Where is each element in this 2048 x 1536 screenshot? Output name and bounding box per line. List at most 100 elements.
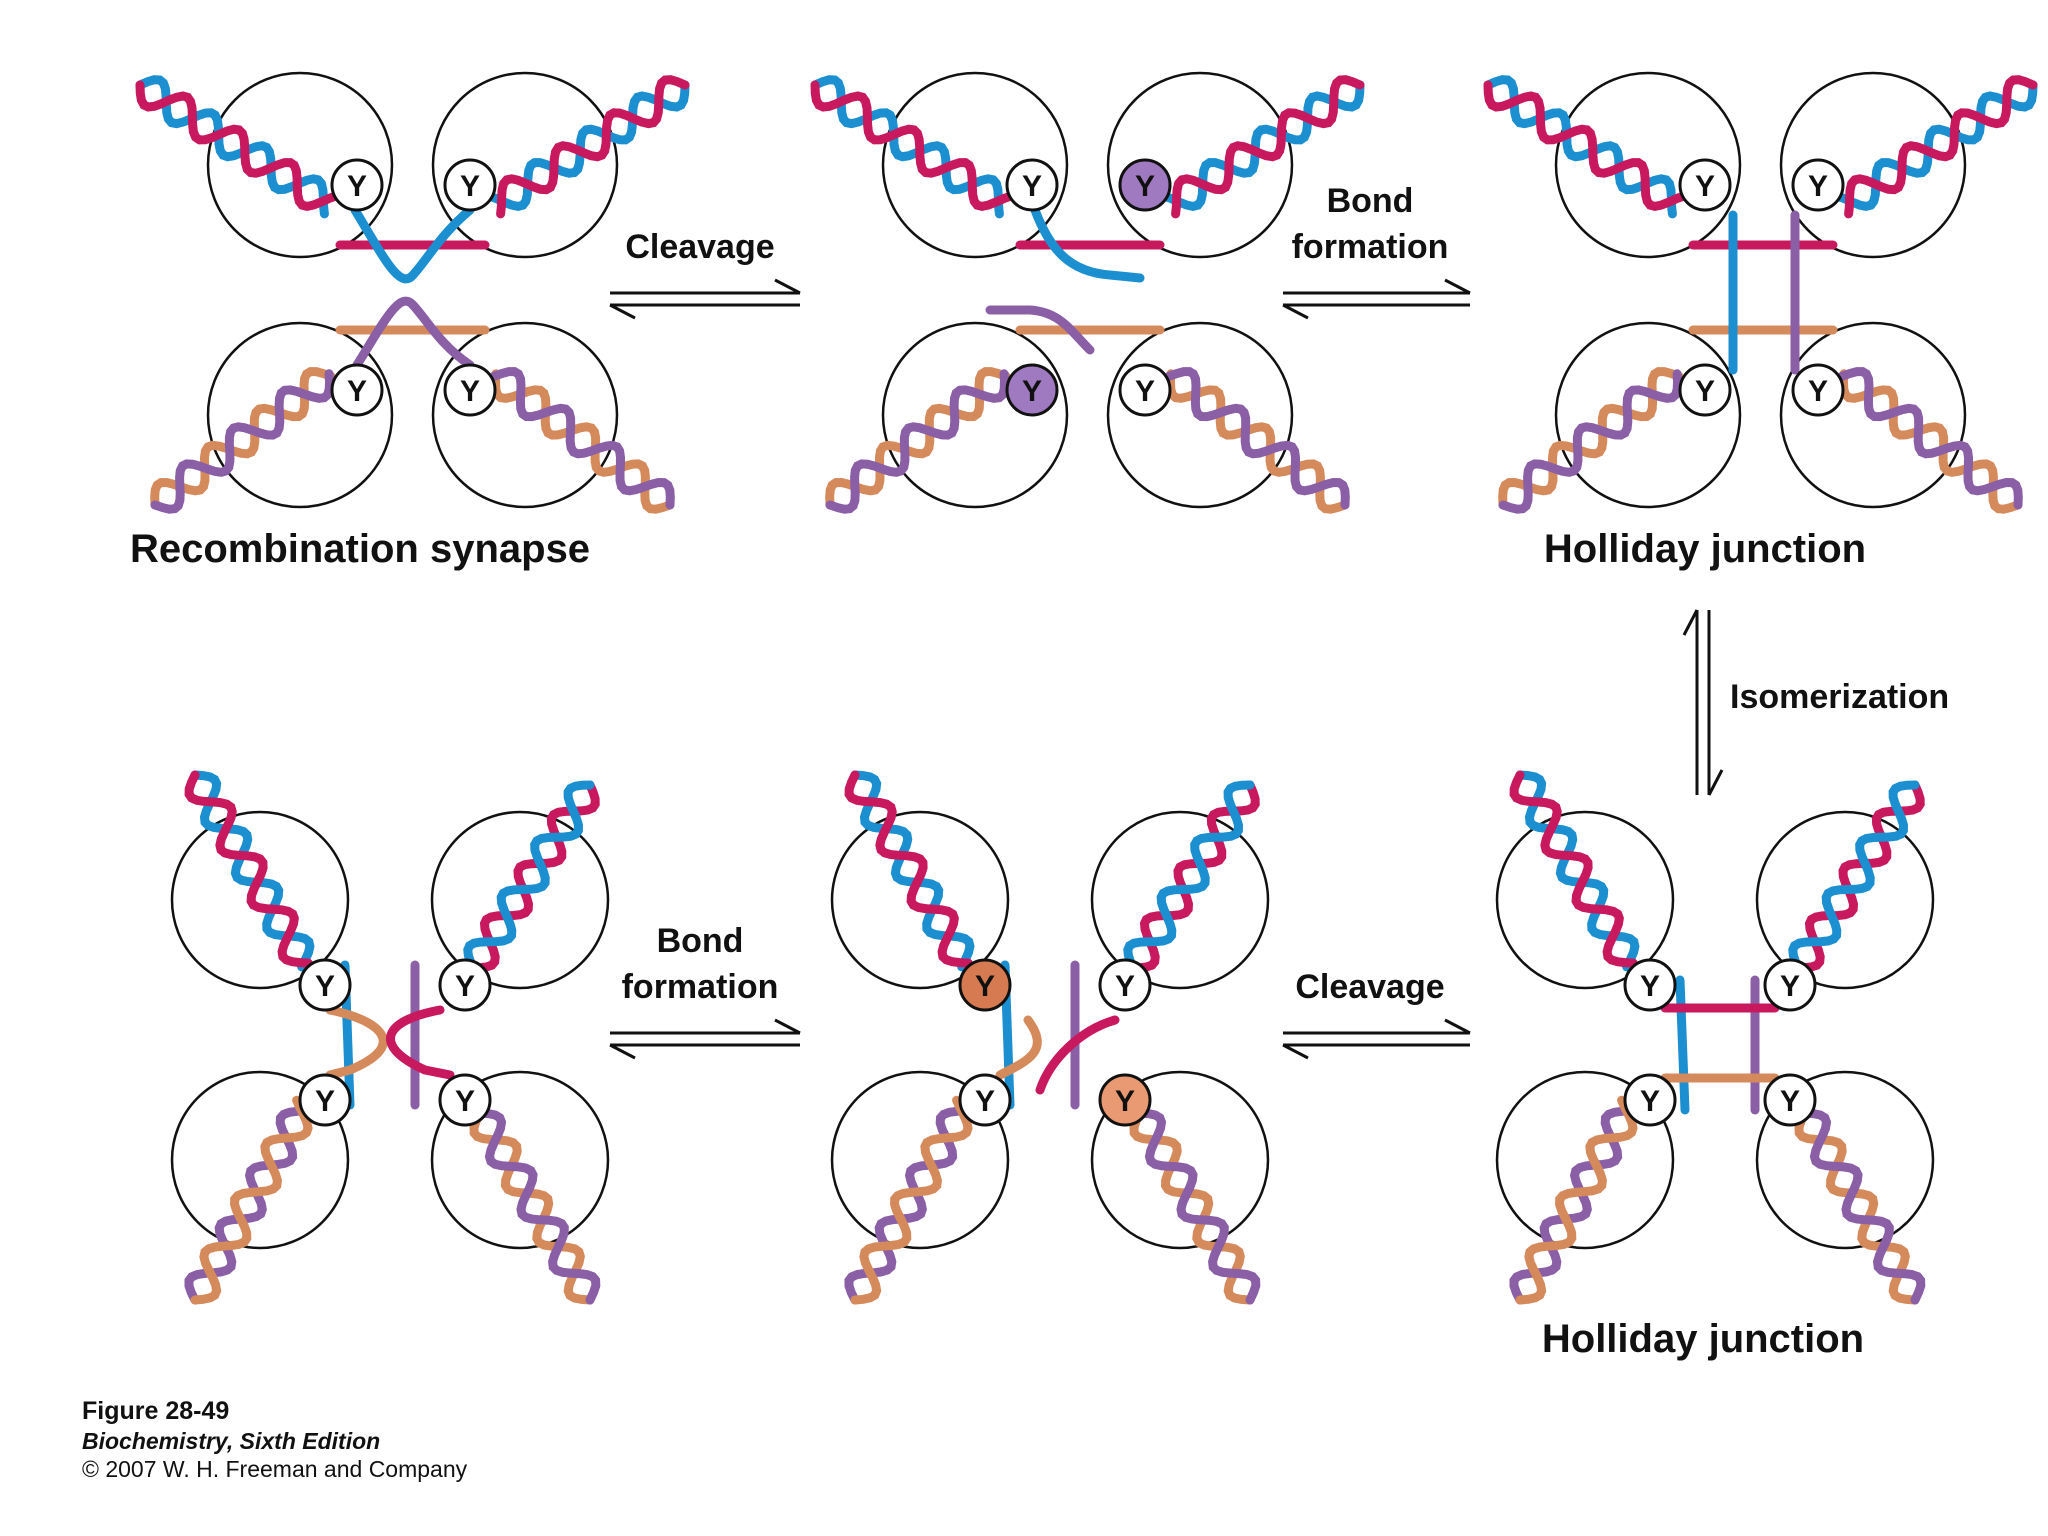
dna-duplex-arm [484, 75, 690, 219]
recombinase-subunit [1755, 810, 1935, 990]
tyrosine-icon: Y [1005, 158, 1059, 212]
tyrosine-label: Y [347, 170, 367, 203]
tyrosine-label: Y [455, 970, 475, 1003]
recombinase-subunit [1554, 71, 1742, 259]
recombinase-subunit [1779, 321, 1967, 509]
tyrosine-icon: Y [1623, 1073, 1677, 1127]
tyrosine-label: Y [1022, 375, 1042, 408]
dna-duplex-arm [1509, 770, 1640, 972]
label-bond-formation-top-line2: formation [1292, 228, 1449, 266]
recombinase-subunit [170, 810, 350, 990]
tyrosine-icon: Y [443, 363, 497, 417]
label-isomerization: Isomerization [1730, 678, 1949, 716]
recombinase-subunit [881, 321, 1069, 509]
tyrosine-label: Y [1695, 170, 1715, 203]
label-bond-formation-bottom-line1: Bond [657, 922, 744, 960]
dna-duplex-arm [810, 75, 1016, 219]
tyrosine-icon: Y [958, 958, 1012, 1012]
tyrosine-label: Y [455, 1085, 475, 1118]
dna-duplex-arm [1164, 367, 1350, 514]
recombinase-subunit [1554, 321, 1742, 509]
recombinase-subunit [1106, 71, 1294, 259]
cleaved-intermediate-panel: Y Y Y Y [810, 71, 1365, 514]
tyrosine-label: Y [975, 970, 995, 1003]
tyrosine-icon: Y [298, 1073, 352, 1127]
tyrosine-icon: Y [1791, 363, 1845, 417]
tyrosine-label: Y [1780, 1085, 1800, 1118]
dna-duplex-arm [1832, 75, 2038, 219]
recombinase-subunit [206, 71, 394, 259]
tyrosine-icon: Y [1763, 1073, 1817, 1127]
label-bond-formation-top-line1: Bond [1327, 182, 1414, 220]
tyrosine-icon: Y [1791, 158, 1845, 212]
tyrosine-icon: Y [1678, 363, 1732, 417]
equilibrium-arrow-cleavage-top [609, 278, 801, 320]
tyrosine-icon: Y [1118, 363, 1172, 417]
recombinase-subunit [1090, 1070, 1270, 1250]
recombinase-subunit [170, 1070, 350, 1250]
recombinase-subunit [431, 71, 619, 259]
caption-book-title: Biochemistry, Sixth Edition [82, 1427, 381, 1454]
recombinase-subunit [206, 321, 394, 509]
tyrosine-icon: Y [1678, 158, 1732, 212]
recombinase-subunit [1755, 1070, 1935, 1250]
tyrosine-icon: Y [1098, 958, 1152, 1012]
tyrosine-icon: Y [438, 958, 492, 1012]
dna-duplex-arm [1483, 75, 1689, 219]
holliday-junction-top-panel: Y Y Y Y [1483, 71, 2038, 514]
tyrosine-label: Y [1808, 375, 1828, 408]
tyrosine-icon: Y [298, 958, 352, 1012]
dna-duplex-arm [1509, 1095, 1643, 1305]
tyrosine-label: Y [315, 970, 335, 1003]
dna-duplex-arm [463, 780, 600, 973]
cleaved-strand-purple [985, 305, 1095, 355]
tyrosine-icon: Y [1623, 958, 1677, 1012]
recombinase-subunit [881, 71, 1069, 259]
tyrosine-icon: Y [1098, 1073, 1152, 1127]
joined-strand-magenta [386, 1005, 455, 1080]
equilibrium-arrow-bond-top [1282, 278, 1471, 320]
tyrosine-icon: Y [443, 158, 497, 212]
tyrosine-label: Y [1640, 1085, 1660, 1118]
tyrosine-icon: Y [330, 158, 384, 212]
equilibrium-arrow-isomerization [1682, 609, 1724, 796]
joined-strand-orange [325, 1005, 388, 1080]
holliday-junction-bottom-panel: Y Y Y Y [1495, 770, 1935, 1305]
tyrosine-icon: Y [1118, 158, 1172, 212]
caption-copyright: © 2007 W. H. Freeman and Company [82, 1455, 468, 1482]
recombinase-subunit [1779, 71, 1967, 259]
figure-caption: Figure 28-49 Biochemistry, Sixth Edition… [82, 1396, 467, 1483]
equilibrium-arrow-cleavage-bottom [1282, 1018, 1471, 1060]
dna-duplex-arm [184, 770, 315, 972]
dna-duplex-arm [825, 367, 1011, 514]
dna-duplex-arm [844, 770, 975, 972]
tyrosine-label: Y [1115, 970, 1135, 1003]
label-cleavage-bottom: Cleavage [1295, 968, 1444, 1006]
tyrosine-icon: Y [1763, 958, 1817, 1012]
tyrosine-label: Y [1135, 375, 1155, 408]
recombinant-product-panel: Y Y Y Y [170, 770, 610, 1305]
top-strand-blue [350, 205, 475, 284]
vertical-strand-blue [1675, 975, 1690, 1115]
dna-duplex-arm [1120, 1094, 1261, 1305]
tyrosine-icon: Y [958, 1073, 1012, 1127]
label-holliday-junction-bottom: Holliday junction [1542, 1317, 1864, 1361]
dna-duplex-arm [844, 1095, 978, 1305]
dna-duplex-arm [1123, 780, 1260, 973]
recombinase-subunit [431, 321, 619, 509]
dna-duplex-arm [184, 1095, 318, 1305]
caption-figure-number: Figure 28-49 [82, 1397, 230, 1425]
dna-duplex-arm [1159, 75, 1365, 219]
recombinase-subunit [430, 1070, 610, 1250]
tyrosine-label: Y [1135, 170, 1155, 203]
label-recombination-synapse: Recombination synapse [130, 527, 590, 571]
dna-duplex-arm [135, 75, 341, 219]
dna-duplex-arm [460, 1094, 601, 1305]
tyrosine-label: Y [1695, 375, 1715, 408]
tyrosine-label: Y [315, 1085, 335, 1118]
recombinase-subunit [1090, 810, 1270, 990]
tyrosine-label: Y [1022, 170, 1042, 203]
dna-duplex-arm [1837, 367, 2023, 514]
